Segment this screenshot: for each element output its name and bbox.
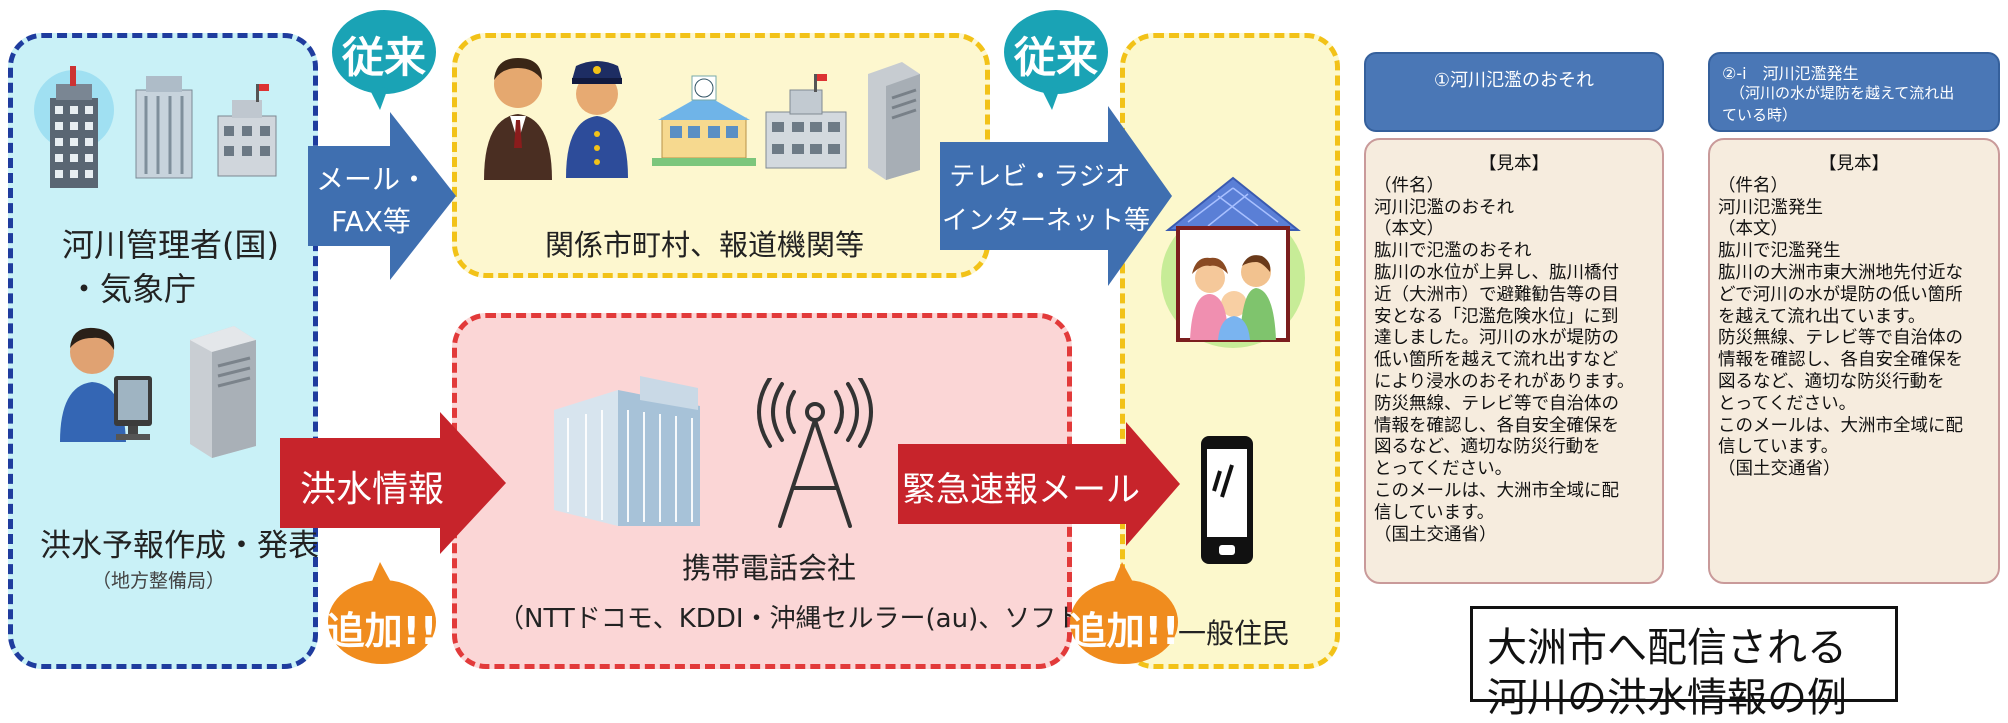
card-text-line: 防災無線、テレビ等で自治体の xyxy=(1374,393,1619,414)
card-text-line: を越えて流れ出ています。 xyxy=(1718,306,1926,327)
person-icon xyxy=(484,58,552,180)
card-text-line: 防災無線、テレビ等で自治体の xyxy=(1718,328,1963,349)
card-text-line: 低い箇所を越えて流れ出すなど xyxy=(1374,350,1619,371)
office-building-icon xyxy=(34,66,114,188)
house-family-icon xyxy=(1161,176,1305,348)
card-text-line: （国土交通省） xyxy=(1374,524,1497,545)
tv-radio-arrow: テレビ・ラジオ インターネット等 xyxy=(940,106,1172,288)
card-text-line: 信しています。 xyxy=(1374,502,1495,523)
card-text-line: 肱川の大洲市東大洲地先付近な xyxy=(1718,262,1963,283)
card-text-line: 安となる「氾濫危険水位」に到 xyxy=(1374,306,1619,327)
emergency-mail-arrow: 緊急速報メール xyxy=(898,422,1180,546)
card-text-line: 肱川の水位が上昇し、肱川橋付 xyxy=(1374,262,1619,283)
card-text-line: とってください。 xyxy=(1718,393,1857,414)
tv-radio-label-1: テレビ・ラジオ xyxy=(949,162,1131,192)
computer-user-icon xyxy=(60,327,152,442)
flood-forecast-caption: 洪水予報作成・発表 xyxy=(40,528,319,564)
card-text-line: 近（大洲市）で避難勧告等の目 xyxy=(1374,284,1619,305)
card-1-text: 【見本】 （件名）河川氾濫のおそれ（本文）肱川で氾濫のおそれ肱川の水位が上昇し、肱… xyxy=(1374,154,1660,546)
card-text-line: （件名） xyxy=(1718,175,1788,196)
card-text-line: 肱川で氾濫のおそれ xyxy=(1374,241,1532,262)
card-text-line: により浸水のおそれがあります。 xyxy=(1374,371,1635,392)
card-text-line: 肱川で氾濫発生 xyxy=(1718,241,1841,262)
traditional-bubble-1: 従来 xyxy=(328,6,440,110)
municipalities-label: 関係市町村、報道機関等 xyxy=(545,228,865,262)
card-1-body: 【見本】 （件名）河川氾濫のおそれ（本文）肱川で氾濫のおそれ肱川の水位が上昇し、肱… xyxy=(1364,138,1664,584)
government-building-icon xyxy=(765,74,847,169)
telecom-building-icon xyxy=(554,376,700,526)
government-building-icon xyxy=(135,76,193,179)
card-text-line: （件名） xyxy=(1374,175,1444,196)
mail-fax-label-2: FAX等 xyxy=(331,205,411,238)
flood-info-label: 洪水情報 xyxy=(299,469,444,510)
card-text-line: （本文） xyxy=(1374,219,1444,240)
traditional-bubble-2: 従来 xyxy=(1000,6,1112,110)
regional-bureau-caption: （地方整備局） xyxy=(92,570,226,592)
card-text-line: （国土交通省） xyxy=(1718,459,1841,480)
antenna-icon xyxy=(757,378,873,528)
added-bubble-1: 追加!! xyxy=(326,562,438,666)
example-caption-line-1: 大洲市へ配信される xyxy=(1487,625,1847,671)
school-icon xyxy=(652,75,756,166)
card-2-title-1: ②-ⅰ 河川氾濫発生 xyxy=(1722,64,1859,83)
card-text-line: 情報を確認し、各自安全確保を xyxy=(1718,350,1963,371)
card-text-line: （本文） xyxy=(1718,219,1788,240)
card-1-header: ①河川氾濫のおそれ xyxy=(1364,52,1664,132)
card-2-text: 【見本】 （件名）河川氾濫発生（本文）肱川で氾濫発生肱川の大洲市東大洲地先付近など… xyxy=(1718,154,1996,481)
school-building-icon xyxy=(217,84,277,177)
mail-fax-arrow: メール・ FAX等 xyxy=(308,112,456,282)
card-text-line: 達しました。河川の水が堤防の xyxy=(1374,328,1619,349)
flood-info-arrow: 洪水情報 xyxy=(280,412,506,554)
card-2-body: 【見本】 （件名）河川氾濫発生（本文）肱川で氾濫発生肱川の大洲市東大洲地先付近など… xyxy=(1708,138,2000,584)
card-2-title-2: （河川の水が堤防を越えて流れ出 xyxy=(1730,84,1955,102)
police-officer-icon xyxy=(566,61,628,178)
card-2-header: ②-ⅰ 河川氾濫発生 （河川の水が堤防を越えて流れ出 ている時） xyxy=(1708,52,2000,132)
card-text-line: 情報を確認し、各自安全確保を xyxy=(1374,415,1619,436)
added-bubble-2: 追加!! xyxy=(1068,562,1180,666)
card-text-line: とってください。 xyxy=(1374,459,1513,480)
card-text-line: 河川氾濫のおそれ xyxy=(1374,197,1514,218)
card-text-line: このメールは、大洲市全域に配 xyxy=(1718,415,1963,436)
residents-label: 一般住民 xyxy=(1178,617,1291,650)
card-text-line: 【見本】 xyxy=(1479,154,1549,174)
card-1-title: ①河川氾濫のおそれ xyxy=(1433,70,1595,91)
mail-fax-label-1: メール・ xyxy=(316,163,429,196)
card-text-line: 図るなど、適切な防災行動を xyxy=(1718,371,1945,392)
card-2-title-3: ている時） xyxy=(1722,106,1798,124)
mobile-carrier-label: 携帯電話会社 xyxy=(682,551,857,585)
card-text-line: このメールは、大洲市全域に配 xyxy=(1374,480,1619,501)
river-administrator-title: 河川管理者(国) xyxy=(62,226,279,264)
example-caption-line-2: 河川の洪水情報の例 xyxy=(1487,675,1847,721)
example-caption-box: 大洲市へ配信される 河川の洪水情報の例 xyxy=(1470,606,1898,721)
card-text-line: どで河川の水が堤防の低い箇所 xyxy=(1718,284,1963,305)
weather-agency-title: ・気象庁 xyxy=(68,270,197,308)
card-text-line: 河川氾濫発生 xyxy=(1718,197,1823,218)
server-icon xyxy=(868,62,920,180)
tv-radio-label-2: インターネット等 xyxy=(942,206,1151,236)
card-text-line: 【見本】 xyxy=(1819,154,1889,174)
card-text-line: 図るなど、適切な防災行動を xyxy=(1374,437,1601,458)
emergency-mail-label: 緊急速報メール xyxy=(902,470,1140,510)
smartphone-icon xyxy=(1201,436,1253,564)
card-text-line: 信しています。 xyxy=(1718,437,1839,458)
server-icon xyxy=(190,326,256,458)
